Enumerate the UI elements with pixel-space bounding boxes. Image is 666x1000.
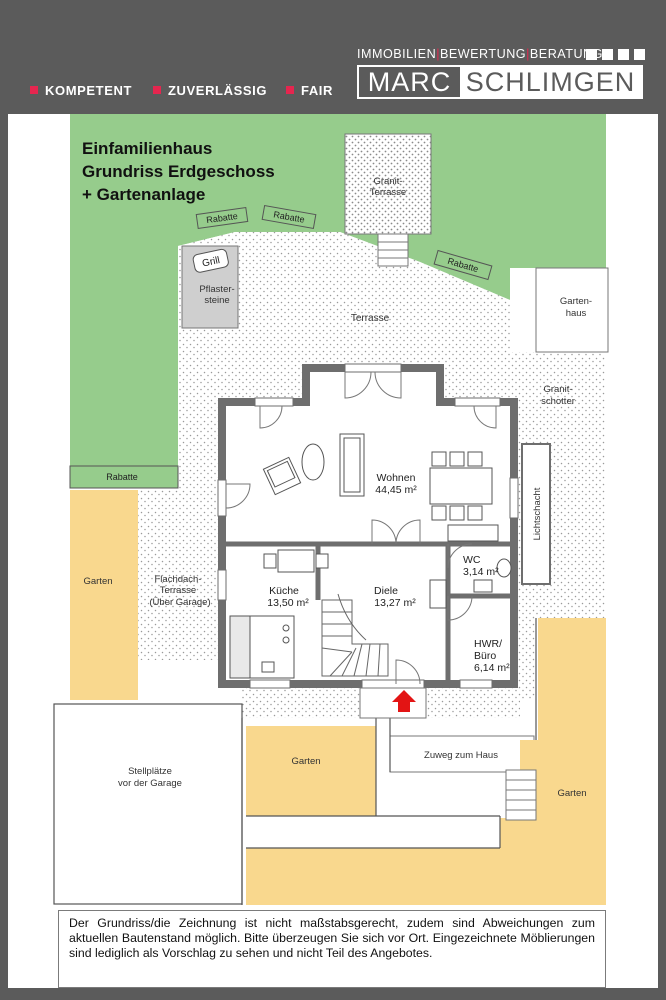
- entrance-arrow-icon: [392, 690, 416, 712]
- rabatte-strip-2: Rabatte: [261, 205, 317, 229]
- rabatte-strip-4: Rabatte: [69, 465, 179, 489]
- staircase: [321, 593, 389, 677]
- garten-left: [70, 490, 138, 700]
- retaining-walls: [241, 618, 537, 905]
- room-kueche-name: Küche: [269, 585, 299, 597]
- room-wc-area: 3,14 m²: [463, 566, 499, 578]
- room-kueche-area: 13,50 m²: [267, 597, 309, 609]
- stellplaetze-label-1: Stellplätze: [128, 766, 172, 777]
- granitschotter-label-2: schotter: [541, 396, 575, 407]
- room-hwr-area-value: 6,14 m²: [474, 662, 510, 674]
- svg-text:Rabatte: Rabatte: [206, 211, 239, 225]
- room-wohnen-area: 44,45 m²: [375, 484, 417, 496]
- disclaimer: Der Grundriss/die Zeichnung ist nicht ma…: [58, 910, 606, 988]
- zuweg: [389, 735, 535, 773]
- gartenhaus: [535, 267, 609, 353]
- stellplaetze-area: [53, 703, 243, 905]
- lichtschacht-label: Lichtschacht: [532, 487, 543, 540]
- kitchen-furniture: [229, 549, 329, 679]
- square-icon: [602, 49, 613, 60]
- logo-right-text: SCHLIMGEN: [460, 67, 641, 97]
- door-swings: [225, 371, 497, 685]
- logo-left-text: MARC: [367, 67, 452, 97]
- zuweg-label: Zuweg zum Haus: [424, 750, 498, 761]
- title-line-2: Grundriss Erdgeschoss: [82, 162, 275, 181]
- garten-right-label: Garten: [557, 788, 586, 799]
- pflaster-label-1: Pflaster-: [199, 284, 234, 295]
- garten-right: [246, 618, 606, 905]
- room-wohnen-name: Wohnen: [377, 472, 416, 484]
- header: KOMPETENT ZUVERLÄSSIG FAIR IMMOBILIEN|BE…: [0, 0, 666, 112]
- room-diele-name: Diele: [374, 585, 398, 597]
- living-furniture: [262, 433, 499, 542]
- flachdach-label-2: Terrasse: [160, 585, 196, 596]
- gartenhaus-label-1: Garten-: [560, 296, 592, 307]
- title-line-1: Einfamilienhaus: [82, 139, 212, 158]
- square-icon: [618, 49, 629, 60]
- room-hwr-name: HWR/: [474, 638, 502, 650]
- square-icon: [586, 49, 597, 60]
- bullet-icon: [30, 86, 38, 94]
- flachdach-label-1: Flachdach-: [155, 574, 202, 585]
- outer-walls: [218, 364, 518, 688]
- slogan-zuverlaessig: ZUVERLÄSSIG: [153, 83, 267, 98]
- bullet-icon: [153, 86, 161, 94]
- gartenhaus-label-2: haus: [566, 308, 587, 319]
- lawn-area: [70, 114, 606, 466]
- room-diele-area: 13,27 m²: [374, 597, 416, 609]
- rabatte-strip-3: Rabatte: [433, 249, 493, 281]
- slogan-kompetent: KOMPETENT: [30, 83, 132, 98]
- garten-left-label: Garten: [83, 576, 112, 587]
- granit-terrasse-label-2: Terrasse: [370, 187, 406, 198]
- stellplaetze-label-2: vor der Garage: [118, 778, 182, 789]
- bullet-icon: [286, 86, 294, 94]
- brand-tagline: IMMOBILIEN|BEWERTUNG|BERATUNG: [357, 47, 603, 61]
- rabatte-strip-1: Rabatte: [195, 207, 249, 229]
- terrasse-label: Terrasse: [351, 313, 390, 324]
- entrance-step: [359, 687, 427, 719]
- room-hwr-area: Büro: [474, 650, 496, 662]
- granitschotter-label-1: Granit-: [543, 384, 572, 395]
- lichtschacht: [521, 443, 551, 585]
- pflaster-label-2: steine: [204, 295, 229, 306]
- square-icon: [634, 49, 645, 60]
- svg-text:Grill: Grill: [201, 255, 221, 269]
- grill-icon: Grill: [192, 248, 229, 273]
- slogan-fair: FAIR: [286, 83, 333, 98]
- room-wc-name: WC: [463, 554, 481, 566]
- wc-furniture: [429, 558, 512, 609]
- granit-terrasse-label-1: Granit-: [373, 176, 402, 187]
- outside-steps: [505, 769, 537, 821]
- windows: [217, 363, 519, 689]
- garten-middle-label: Garten: [291, 756, 320, 767]
- brand-logo: MARC SCHLIMGEN: [357, 65, 643, 99]
- garten-middle: [246, 726, 376, 816]
- title-line-3: + Gartenanlage: [82, 185, 205, 204]
- flachdach-label-3: (Über Garage): [149, 597, 210, 608]
- svg-text:Rabatte: Rabatte: [106, 472, 138, 482]
